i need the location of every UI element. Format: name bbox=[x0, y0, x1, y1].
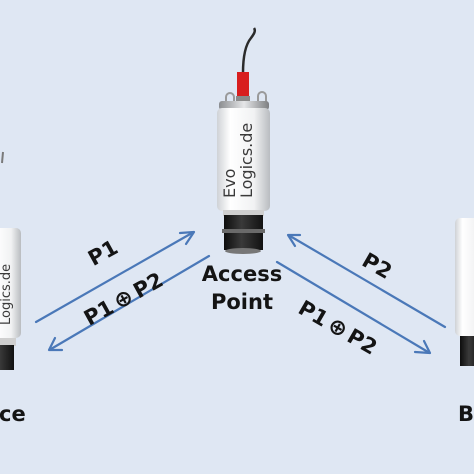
right-modem-base bbox=[460, 336, 474, 366]
antenna-cable bbox=[241, 27, 257, 74]
left-node-label: ce bbox=[0, 402, 26, 426]
left-brand-logo: Logics.de bbox=[0, 264, 14, 325]
left-modem-base bbox=[0, 345, 14, 370]
modem-housing bbox=[217, 108, 270, 211]
left-modem-housing bbox=[0, 228, 21, 338]
mounting-lug-right bbox=[257, 91, 267, 103]
modem-top-cap bbox=[219, 101, 269, 110]
arrow-right-to-ap bbox=[286, 233, 447, 329]
mounting-lug-left-modem bbox=[1, 151, 4, 164]
arrow-ap-to-right bbox=[275, 260, 432, 355]
access-point-label: Access Point bbox=[201, 262, 283, 314]
mounting-lug-left bbox=[225, 92, 235, 103]
brand-logo: Evo Logics.de bbox=[220, 123, 256, 198]
access-point-modem: Evo Logics.de bbox=[217, 27, 270, 254]
right-node-label: B bbox=[458, 402, 474, 426]
right-modem bbox=[455, 218, 474, 366]
arrow-ap-to-left bbox=[47, 254, 211, 352]
right-modem-housing bbox=[455, 218, 474, 336]
left-modem: Logics.de bbox=[0, 151, 21, 370]
antenna-connector bbox=[237, 72, 249, 98]
arrow-left-to-ap bbox=[34, 230, 196, 324]
